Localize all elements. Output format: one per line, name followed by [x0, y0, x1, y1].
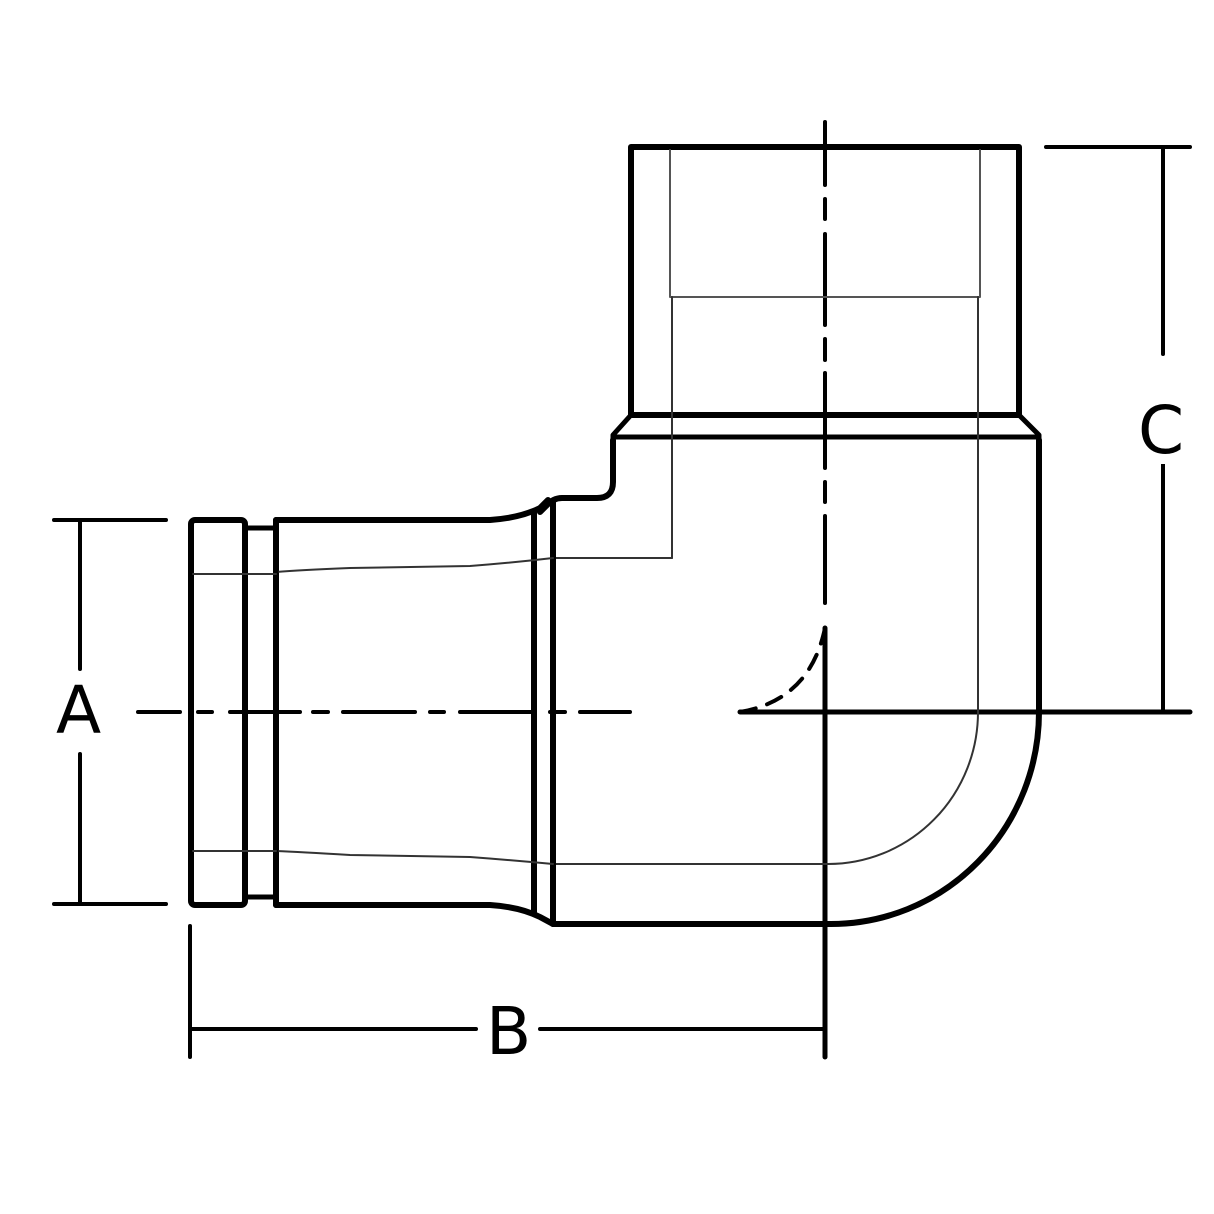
dimension-label-a: A	[52, 678, 106, 744]
dimension-a	[52, 518, 168, 906]
transition-bead	[531, 499, 556, 927]
elbow-body	[537, 437, 1042, 927]
dimension-label-b: B	[482, 999, 536, 1065]
dimension-label-c: C	[1134, 398, 1189, 464]
dimension-c	[1044, 145, 1192, 714]
dimension-b	[188, 924, 827, 1059]
grooved-end	[188, 517, 279, 908]
